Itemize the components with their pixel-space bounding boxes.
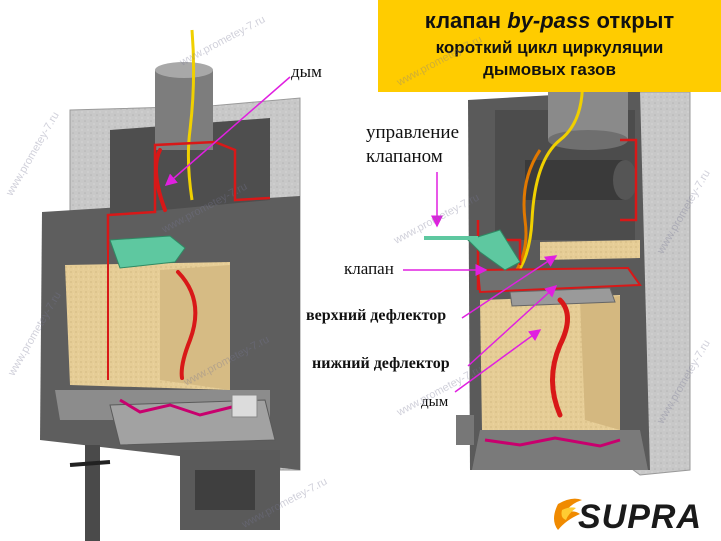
label-valve: клапан: [344, 259, 394, 278]
left-valve: [109, 235, 186, 269]
supra-logo: SUPRA: [578, 498, 703, 536]
left-smoke-path: [154, 148, 198, 380]
label-lower-deflector: нижний дефлектор: [312, 355, 450, 372]
left-chimney-pipe: [155, 70, 213, 150]
label-control-line1: управление: [366, 122, 460, 143]
arrow-upper-deflector: [461, 255, 558, 319]
label-upper-deflector: верхний дефлектор: [306, 307, 447, 324]
arrow-smoke-right: [454, 329, 542, 393]
right-valve: [467, 229, 521, 271]
left-fireplace: [40, 29, 301, 541]
banner-subtitle-line1: короткий цикл циркуляции: [435, 38, 664, 57]
flame-logo-icon: [554, 498, 582, 530]
banner-subtitle-line2: дымовых газов: [483, 60, 616, 79]
label-smoke-left: дым: [291, 62, 322, 81]
label-control-line2: клапаном: [366, 146, 443, 167]
header-banner: [378, 0, 721, 92]
label-smoke-right: дым: [421, 394, 449, 410]
pointer-arrows: [164, 76, 558, 393]
right-smoke-path: [550, 297, 570, 418]
arrow-lower-deflector: [467, 284, 558, 367]
banner-title: клапан by-pass открыт: [424, 8, 675, 33]
right-fireplace: [424, 69, 691, 476]
arrow-smoke-left: [164, 76, 291, 186]
